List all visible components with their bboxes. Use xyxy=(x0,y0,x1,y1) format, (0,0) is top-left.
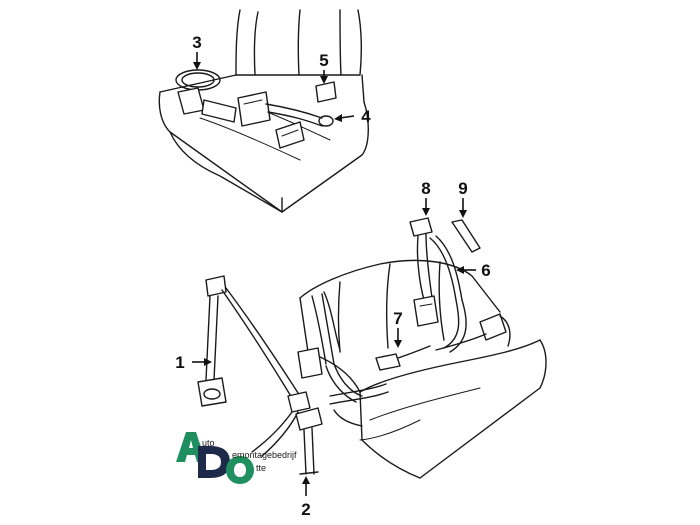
callout-3: 3 xyxy=(192,33,201,52)
callout-9: 9 xyxy=(458,179,467,198)
callout-6: 6 xyxy=(481,261,490,280)
rear-shoulder-belt-assembly xyxy=(297,217,511,427)
callout-1: 1 xyxy=(175,353,184,372)
center-buckle-assembly xyxy=(175,69,337,149)
callout-5: 5 xyxy=(319,51,328,70)
logo-line-1: uto xyxy=(202,438,215,448)
outboard-belt-assembly xyxy=(197,275,323,475)
callout-arrows xyxy=(192,52,476,496)
callout-4: 4 xyxy=(361,107,371,126)
ado-watermark-logo: uto emontagebedrijf tte xyxy=(176,432,297,484)
rear-seat-illustration xyxy=(299,259,547,479)
logo-letter-o xyxy=(226,456,254,484)
logo-line-2: emontagebedrijf xyxy=(232,450,297,460)
callout-7: 7 xyxy=(393,309,402,328)
callout-2: 2 xyxy=(301,500,310,519)
callout-8: 8 xyxy=(421,179,430,198)
logo-line-3: tte xyxy=(256,463,266,473)
logo-letter-d xyxy=(198,446,230,478)
